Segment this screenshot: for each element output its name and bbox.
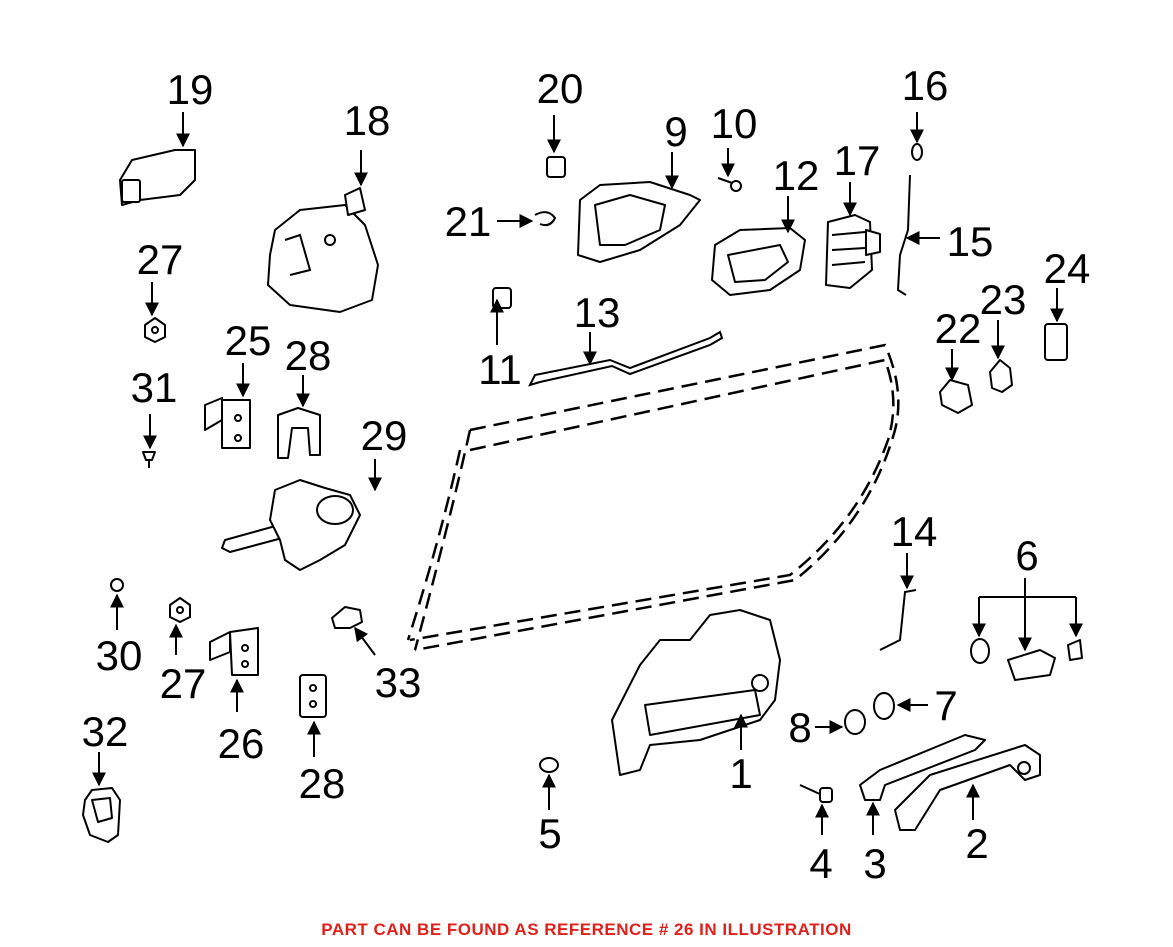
- part-19-module: [119, 149, 196, 206]
- part-22-bumper: [939, 379, 973, 414]
- part-28-shim-upper: [277, 407, 321, 459]
- label-26: 26: [218, 720, 265, 767]
- label-19: 19: [167, 66, 214, 113]
- part-7-seal: [873, 692, 895, 720]
- part-27-nut-lower: [169, 597, 191, 623]
- label-31: 31: [131, 364, 178, 411]
- part-27-nut-upper: [144, 317, 166, 343]
- part-9-inner-handle-housing: [577, 181, 701, 263]
- label-24: 24: [1044, 245, 1091, 292]
- label-28-lower: 28: [299, 760, 346, 807]
- reference-note: PART CAN BE FOUND AS REFERENCE # 26 IN I…: [321, 920, 852, 939]
- label-14: 14: [891, 508, 938, 555]
- part-1-inner-handle-assembly: [611, 609, 781, 776]
- part-5-clip: [539, 757, 559, 773]
- label-23: 23: [980, 276, 1027, 323]
- label-27-upper: 27: [137, 236, 184, 283]
- label-17: 17: [834, 137, 881, 184]
- part-11-clip: [492, 287, 512, 309]
- label-15: 15: [947, 218, 994, 265]
- part-26-hinge: [209, 627, 259, 676]
- part-2-outer-handle: [894, 744, 1041, 831]
- label-12: 12: [773, 152, 820, 199]
- part-32-cover: [82, 787, 121, 843]
- label-4: 4: [809, 840, 832, 887]
- label-29: 29: [361, 412, 408, 459]
- part-23-clip: [989, 359, 1013, 393]
- label-33: 33: [375, 659, 422, 706]
- part-28-shim-lower: [299, 674, 327, 718]
- label-5: 5: [538, 810, 561, 857]
- part-10-screw: [717, 177, 742, 192]
- label-8: 8: [788, 704, 811, 751]
- part-17-bracket: [825, 214, 881, 289]
- part-25-hinge: [204, 397, 251, 449]
- part-29-check-strap: [221, 479, 361, 571]
- door-outline: [406, 343, 900, 652]
- part-30-bolt: [110, 578, 124, 592]
- label-25: 25: [225, 317, 272, 364]
- label-2: 2: [965, 820, 988, 867]
- part-13-rod: [528, 330, 724, 387]
- part-20-clip: [546, 156, 566, 178]
- reference-labels: 1 2 3 4 5 6 7 8 9 10 11 12 13 14 15 16 1…: [82, 62, 1091, 887]
- part-31-pin: [142, 451, 156, 468]
- part-14-rod: [879, 589, 917, 651]
- label-22: 22: [935, 305, 982, 352]
- label-3: 3: [863, 840, 886, 887]
- part-21-hook: [534, 211, 557, 227]
- label-11: 11: [478, 346, 522, 393]
- label-30: 30: [96, 632, 143, 679]
- part-3-handle-gasket: [859, 734, 986, 801]
- label-10: 10: [711, 100, 758, 147]
- label-1: 1: [729, 750, 752, 797]
- label-18: 18: [344, 97, 391, 144]
- part-18-lock-actuator: [267, 187, 379, 313]
- part-8-cap: [844, 709, 866, 735]
- part-6-lock-cylinder: [970, 638, 1083, 681]
- part-4-bolt: [799, 784, 833, 803]
- label-7: 7: [934, 682, 957, 729]
- label-13: 13: [574, 289, 621, 336]
- label-21: 21: [445, 198, 492, 245]
- label-20: 20: [537, 65, 584, 112]
- label-6: 6: [1015, 532, 1038, 579]
- label-28-upper: 28: [285, 332, 332, 379]
- leader-lines: [92, 112, 1083, 835]
- label-32: 32: [82, 708, 129, 755]
- label-16: 16: [902, 62, 949, 109]
- label-9: 9: [664, 108, 687, 155]
- part-33-grommet: [331, 606, 363, 629]
- part-15-rod: [896, 174, 911, 296]
- part-16-clip: [911, 143, 923, 161]
- part-24-cap: [1044, 323, 1068, 361]
- part-12-bezel: [711, 227, 806, 296]
- label-27-lower: 27: [160, 660, 207, 707]
